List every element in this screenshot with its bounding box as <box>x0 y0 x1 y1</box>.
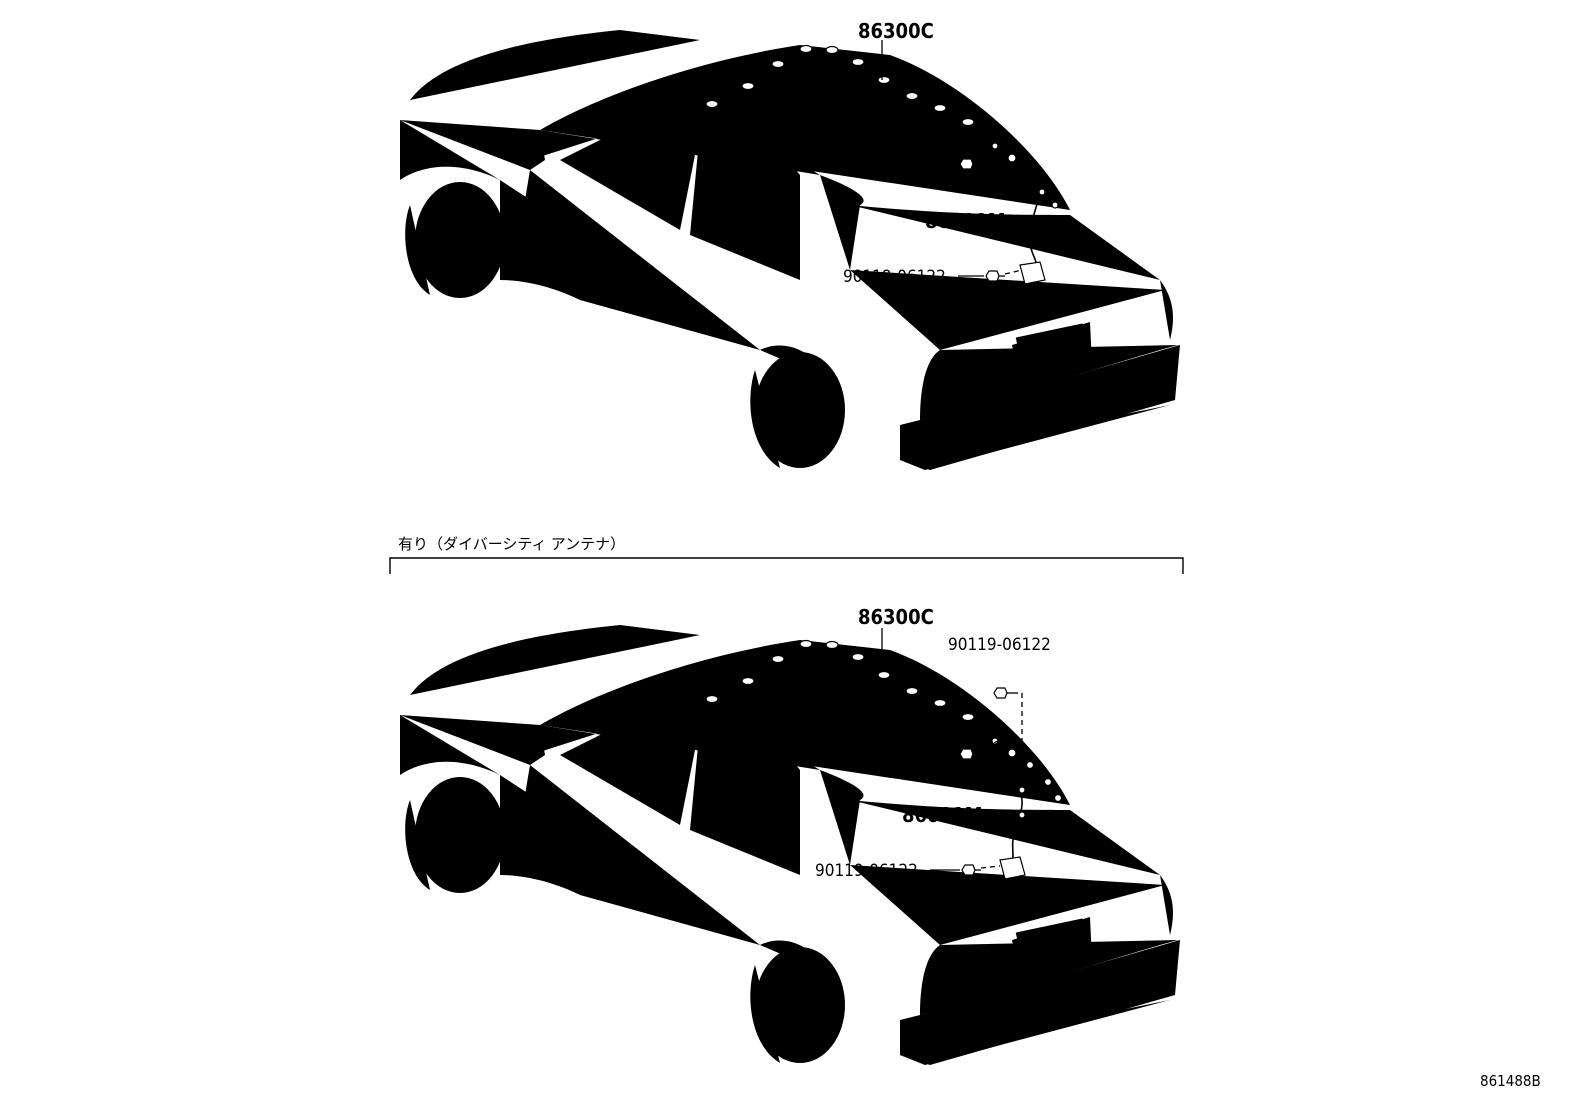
bottom-bolt-b-part-number: 90119-06122 <box>815 861 918 881</box>
top-bolt-b-part-number: 90119-06122 <box>843 267 946 287</box>
bottom-view: 86300C 90119-06122 90119-06122 86011M 90… <box>400 605 1180 1065</box>
top-amp-part-number: 86011M <box>925 209 1006 233</box>
top-antenna-cord <box>654 44 1059 285</box>
top-car-outline <box>400 30 1180 470</box>
bottom-amplifier-icon <box>999 856 1026 880</box>
section-bracket <box>389 557 1184 574</box>
section-label: 有り（ダイバーシティ アンテナ） <box>398 535 625 553</box>
bottom-cord-part-number: 86300C <box>858 605 934 629</box>
top-bolt-b-icon <box>985 270 1006 282</box>
bottom-car-outline <box>400 625 1180 1065</box>
bottom-bolt-top-part-number: 90119-06122 <box>948 635 1051 655</box>
top-bolt-a-part-number: 90119-06122 <box>805 155 908 175</box>
bottom-bolt-top-icon <box>993 687 1014 699</box>
bottom-amp-part-number: 86011M <box>902 803 983 827</box>
top-cord-part-number: 86300C <box>858 19 934 43</box>
top-amplifier-icon <box>1019 261 1046 285</box>
top-view: 86300C 90119-06122 86011M 90119-06122 <box>400 19 1180 470</box>
figure-reference: 861488B <box>1480 1072 1541 1090</box>
bottom-bolt-a-part-number: 90119-06122 <box>805 745 908 765</box>
